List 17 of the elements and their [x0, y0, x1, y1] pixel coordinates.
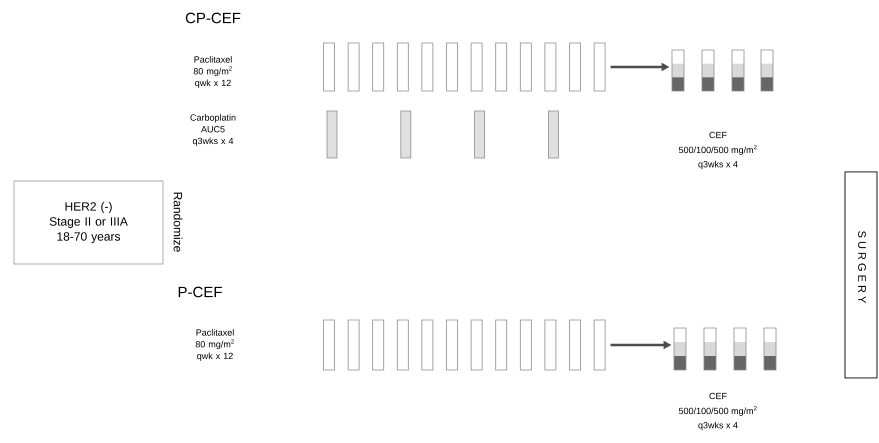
- regimen-label: CEF: [709, 132, 727, 138]
- cycle-bar: [594, 42, 606, 92]
- regimen-label: CEF: [709, 392, 727, 400]
- arm-title: CP-CEF: [186, 12, 240, 24]
- regimen-label: 500/100/500 mg/m$^{2}$: [678, 145, 757, 155]
- regimen-label: q3wks x 4: [698, 160, 738, 170]
- surgery-box: S U R G E R Y: [844, 172, 878, 378]
- regimen-label: q3wks x 4: [698, 422, 738, 430]
- regimen-label: Carboplatin AUC5 q3wks x 4: [190, 114, 236, 146]
- cycle-bar: [594, 320, 606, 370]
- regimen-label: Paclitaxel 80 mg/m$^{2}$ qwk x 12: [194, 56, 232, 88]
- regimen-label: 500/100/500 mg/m$^{2}$: [678, 406, 757, 416]
- arm-title: P-CEF: [178, 286, 222, 298]
- cycle-bar: [672, 50, 684, 92]
- cycle-bar: [674, 328, 686, 370]
- regimen-label: Paclitaxel 80 mg/m$^{2}$ qwk x 12: [196, 329, 234, 361]
- eligibility-box: HER2 (-) Stage II or IIIA 18-70 years: [14, 180, 164, 264]
